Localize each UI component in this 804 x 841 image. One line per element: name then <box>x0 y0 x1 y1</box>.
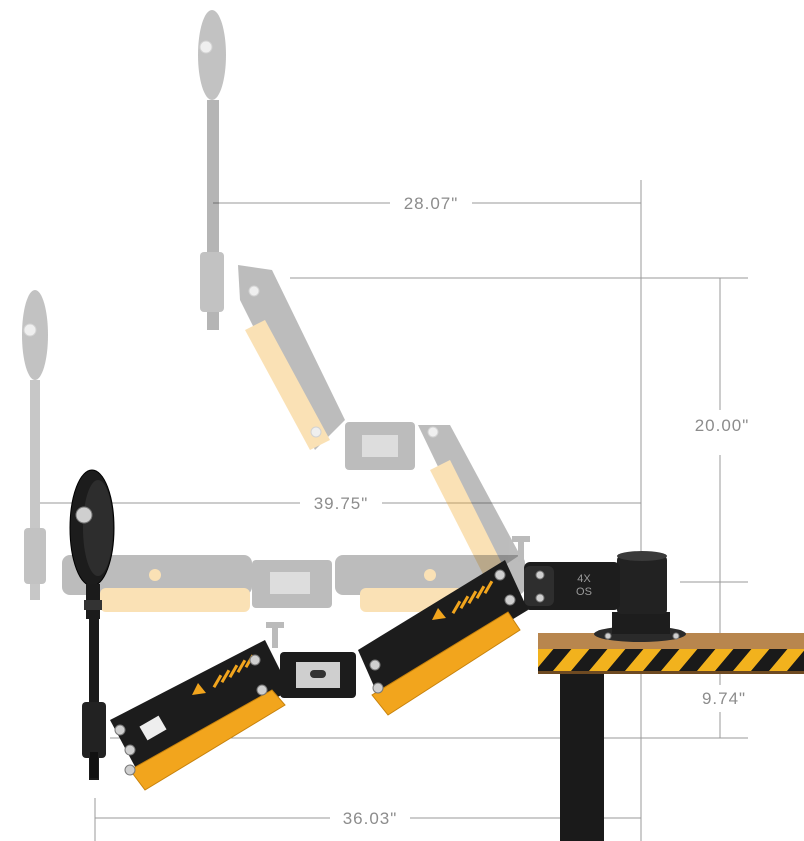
dim-label-upper-reach: 28.07" <box>404 194 459 213</box>
upper-arm-segment <box>358 536 530 716</box>
dim-label-vertical-range: 20.00" <box>695 416 750 435</box>
ghost-arm-upper-position <box>198 10 520 578</box>
svg-text:OS: OS <box>576 586 592 598</box>
desk-hazard-edge <box>538 649 804 671</box>
dim-label-max-reach: 39.75" <box>314 494 369 513</box>
main-arm <box>69 469 530 791</box>
base-mount: 4X OS <box>524 551 686 642</box>
desk-leg <box>560 672 604 841</box>
dim-label-desk-offset: 9.74" <box>702 689 746 708</box>
dim-label-min-reach: 36.03" <box>343 809 398 828</box>
monitor-pole <box>89 610 99 780</box>
desk <box>538 633 804 841</box>
middle-connector <box>266 622 356 698</box>
lower-arm-segment <box>110 640 290 791</box>
brand-mark: 4X <box>577 573 591 585</box>
